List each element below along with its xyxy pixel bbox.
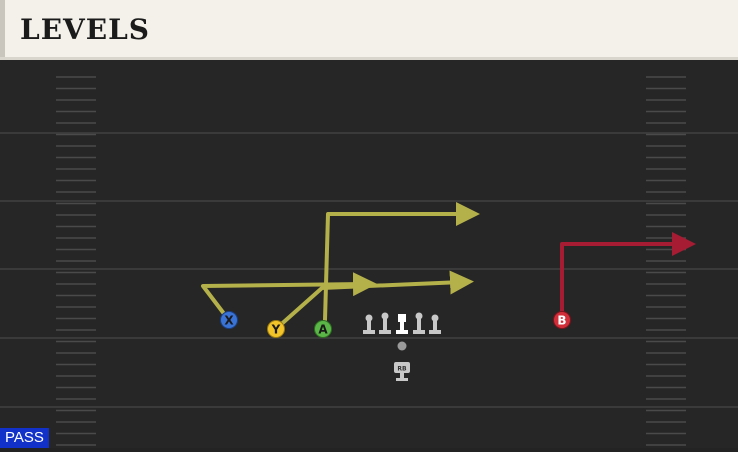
lineman-icon (429, 314, 441, 334)
lineman-icon (363, 314, 375, 334)
receiver-y[interactable]: Y (267, 320, 285, 338)
play-title-bar: LEVELS (0, 0, 738, 60)
play-field: RB X Y A B (0, 60, 738, 448)
route-x (201, 272, 377, 321)
quarterback-marker (397, 341, 407, 351)
rb-label: RB (397, 366, 407, 373)
button-b-label: B (557, 314, 566, 328)
button-a-label: A (318, 323, 328, 337)
play-diagram: RB X Y A B (0, 76, 738, 446)
button-y-label: Y (271, 323, 281, 337)
lineman-icon (413, 312, 425, 334)
receiver-a[interactable]: A (314, 320, 332, 338)
play-mode-badge: PASS (0, 428, 49, 448)
hash-marks (56, 76, 686, 446)
yard-lines (0, 132, 738, 408)
play-name: LEVELS (20, 13, 151, 46)
route-a (323, 202, 480, 322)
receiver-x[interactable]: X (220, 311, 238, 329)
receiver-b[interactable]: B (553, 311, 571, 329)
offensive-line (363, 312, 441, 334)
running-back-icon: RB (394, 362, 410, 381)
lineman-icon (379, 312, 391, 334)
button-x-label: X (224, 314, 234, 328)
center-icon (396, 314, 408, 334)
route-y (275, 270, 474, 330)
route-b (560, 232, 696, 314)
title-bar-accent (0, 0, 5, 57)
